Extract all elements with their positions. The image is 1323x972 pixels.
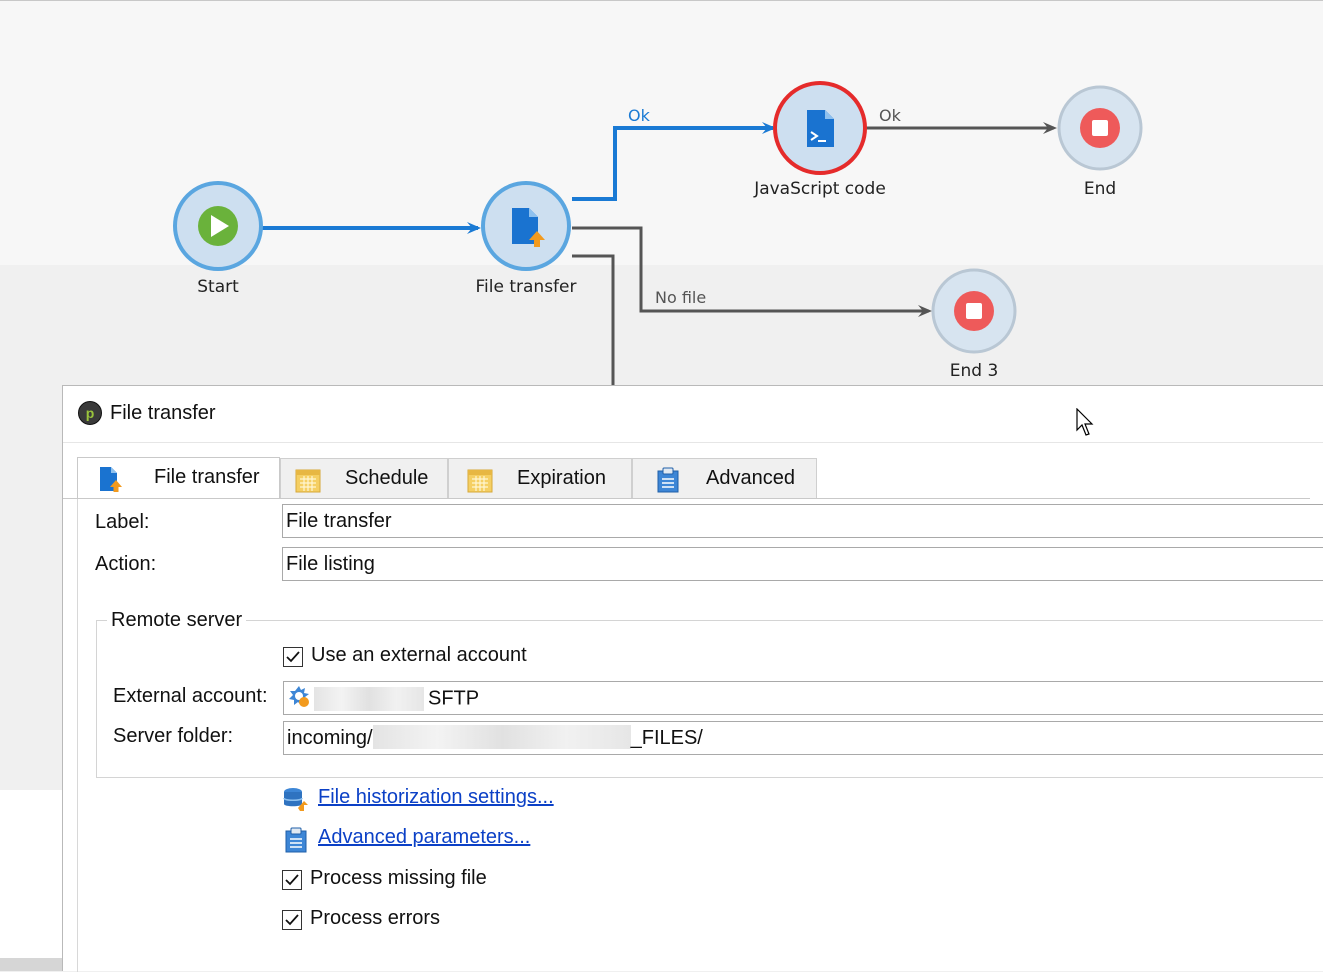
script-icon xyxy=(807,110,834,147)
remote-server-group: Remote server Use an external account Ex… xyxy=(96,609,1323,778)
dialog-title: File transfer xyxy=(110,402,216,424)
clipboard-icon xyxy=(285,827,307,853)
node-label-end-3: End 3 xyxy=(949,361,999,381)
file-transfer-icon xyxy=(100,467,122,492)
link-label-ok-gray: Ok xyxy=(879,106,901,125)
node-label-javascript: JavaScript code xyxy=(754,179,886,199)
node-label-start: Start xyxy=(197,277,239,297)
title-separator xyxy=(63,442,1323,443)
external-account-icon xyxy=(289,686,309,707)
external-account-value: SFTP xyxy=(428,687,480,710)
action-select[interactable]: File listing xyxy=(282,547,1323,581)
checkbox-box[interactable] xyxy=(282,910,302,930)
node-file-transfer[interactable] xyxy=(481,181,571,271)
node-javascript-code[interactable] xyxy=(773,81,867,175)
tab-bar: File transfer Schedule Expiration xyxy=(77,457,1323,498)
tab-file-transfer[interactable]: File transfer xyxy=(77,457,280,498)
link-ok-to-javascript[interactable] xyxy=(572,122,776,201)
link-error-branch[interactable] xyxy=(572,254,615,390)
action-field-label: Action: xyxy=(95,553,157,575)
checkmark-icon xyxy=(286,651,300,663)
link-no-file-to-end3[interactable] xyxy=(572,226,932,317)
link-label-ok-blue: Ok xyxy=(628,106,650,125)
checkmark-icon xyxy=(285,874,299,886)
calendar-icon xyxy=(467,469,493,493)
canvas-scrollbar[interactable] xyxy=(0,958,62,971)
workflow-diagram xyxy=(173,81,1143,390)
link-label-no-file: No file xyxy=(655,288,707,307)
stop-icon xyxy=(1092,120,1108,136)
clipboard-icon xyxy=(657,467,679,493)
dialog-title-bar[interactable]: p File transfer xyxy=(63,386,1323,442)
database-history-icon xyxy=(283,788,308,811)
checkbox-box[interactable] xyxy=(282,870,302,890)
tab-expiration[interactable]: Expiration xyxy=(448,458,632,498)
server-folder-suffix: _FILES/ xyxy=(630,727,703,749)
play-icon xyxy=(211,215,229,237)
checkbox-box[interactable] xyxy=(283,647,303,667)
label-field-label: Label: xyxy=(95,511,150,533)
file-transfer-icon xyxy=(512,208,545,247)
mouse-cursor-icon xyxy=(1076,408,1094,436)
calendar-icon xyxy=(295,469,321,493)
node-label-file-transfer: File transfer xyxy=(475,277,577,297)
file-transfer-dialog: p File transfer File transfer Schedule xyxy=(62,385,1323,972)
remote-server-legend: Remote server xyxy=(107,609,247,632)
node-end-3[interactable] xyxy=(931,268,1017,354)
tab-advanced[interactable]: Advanced xyxy=(632,458,817,498)
tab-schedule[interactable]: Schedule xyxy=(280,458,448,498)
checkmark-icon xyxy=(285,914,299,926)
server-folder-field-label: Server folder: xyxy=(113,725,234,747)
tab-bar-border xyxy=(63,498,1310,499)
server-folder-prefix: incoming/ xyxy=(287,727,373,749)
stop-icon xyxy=(966,303,982,319)
server-folder-input[interactable]: incoming/ _FILES/ xyxy=(283,721,1323,755)
app-logo-icon: p xyxy=(78,401,102,425)
node-start[interactable] xyxy=(173,181,263,271)
external-account-input[interactable]: SFTP xyxy=(283,681,1323,715)
tab-content-file-transfer: Label: File transfer Action: File listin… xyxy=(77,499,1323,972)
external-account-field-label: External account: xyxy=(113,685,268,707)
node-end[interactable] xyxy=(1057,85,1143,171)
label-input[interactable]: File transfer xyxy=(282,504,1323,538)
node-label-end: End xyxy=(1083,179,1117,199)
canvas-gutter xyxy=(0,790,62,971)
